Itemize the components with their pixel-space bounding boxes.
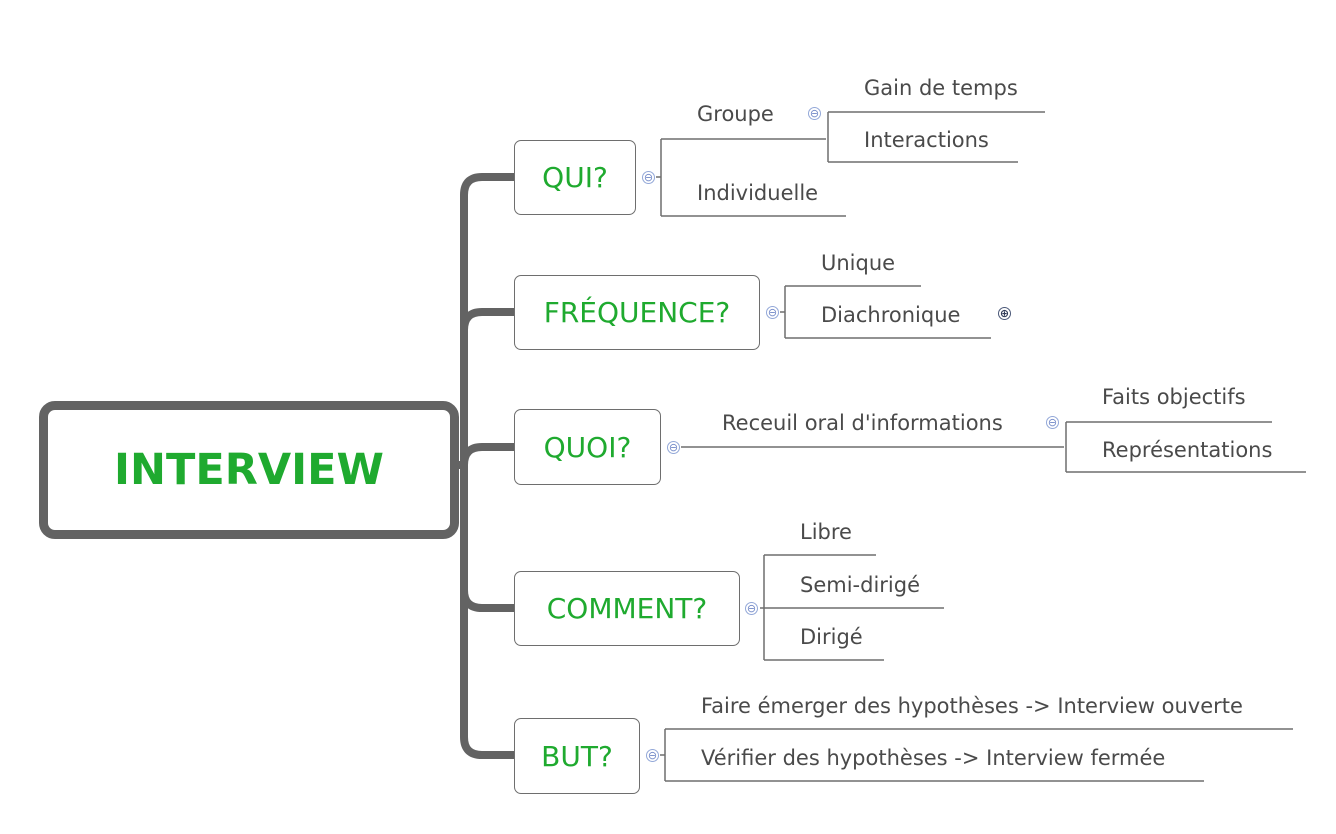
leaf-node-semi-dirige[interactable]: Semi-dirigé — [800, 573, 921, 597]
collapse-icon[interactable]: ⊖ — [1046, 416, 1059, 429]
leaf-node-representations[interactable]: Représentations — [1102, 438, 1273, 462]
leaf-node-faits-objectifs[interactable]: Faits objectifs — [1102, 385, 1246, 409]
leaf-node-libre[interactable]: Libre — [800, 520, 852, 544]
collapse-icon[interactable]: ⊖ — [808, 107, 821, 120]
leaf-node-dirige[interactable]: Dirigé — [800, 625, 863, 649]
root-node-interview[interactable]: INTERVIEW — [39, 401, 459, 539]
but-connectors — [660, 728, 1293, 782]
leaf-node-diachronique[interactable]: Diachronique — [821, 303, 961, 327]
branch-node-frequence[interactable]: FRÉQUENCE? — [514, 275, 760, 350]
frequence-connectors — [780, 285, 991, 339]
leaf-node-groupe[interactable]: Groupe — [697, 102, 774, 126]
leaf-node-but-ouverte[interactable]: Faire émerger des hypothèses -> Intervie… — [701, 694, 1243, 718]
expand-icon[interactable]: ⊕ — [998, 307, 1011, 320]
comment-connectors — [760, 554, 944, 661]
leaf-node-individuelle[interactable]: Individuelle — [697, 181, 819, 205]
leaf-node-unique[interactable]: Unique — [821, 251, 896, 275]
branch-node-qui[interactable]: QUI? — [514, 140, 636, 215]
leaf-node-gain-de-temps[interactable]: Gain de temps — [864, 76, 1018, 100]
collapse-icon[interactable]: ⊖ — [745, 602, 758, 615]
collapse-icon[interactable]: ⊖ — [667, 441, 680, 454]
branch-node-but[interactable]: BUT? — [514, 718, 640, 794]
collapse-icon[interactable]: ⊖ — [642, 171, 655, 184]
leaf-node-interactions[interactable]: Interactions — [864, 128, 989, 152]
collapse-icon[interactable]: ⊖ — [766, 306, 779, 319]
quoi-connectors — [681, 421, 1306, 473]
branch-node-comment[interactable]: COMMENT? — [514, 571, 740, 646]
qui-connectors — [656, 111, 1045, 217]
branch-node-quoi[interactable]: QUOI? — [514, 409, 661, 485]
collapse-icon[interactable]: ⊖ — [646, 749, 659, 762]
leaf-node-but-fermee[interactable]: Vérifier des hypothèses -> Interview fer… — [701, 746, 1166, 770]
leaf-node-receuil-oral[interactable]: Receuil oral d'informations — [722, 411, 1003, 435]
trunk-connector — [448, 173, 518, 759]
